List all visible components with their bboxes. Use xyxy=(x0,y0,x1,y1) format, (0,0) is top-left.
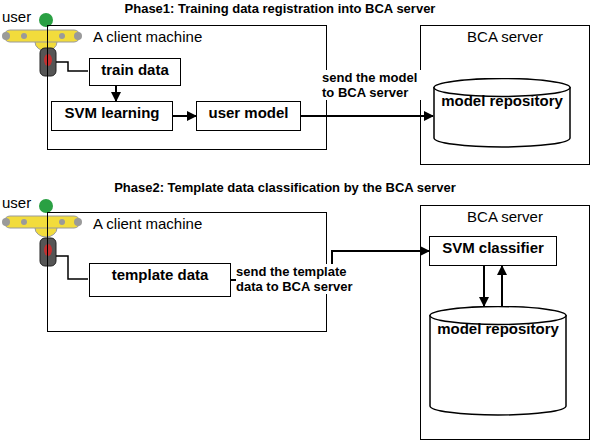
connector-arrow xyxy=(483,266,485,306)
phase-heading: Phase1: Training data registration into … xyxy=(60,1,500,16)
process-box: train data xyxy=(89,58,181,86)
edge-label: send the model to BCA server xyxy=(322,70,426,100)
user-label: user xyxy=(2,8,38,25)
cylinder-outline xyxy=(433,78,571,148)
node-label: SVM classifier xyxy=(442,239,544,256)
connector-arrow xyxy=(301,115,433,117)
node-label: template data xyxy=(112,266,209,283)
connector-arrow xyxy=(115,86,117,101)
container-title: A client machine xyxy=(93,215,202,232)
client-machine-box: A client machine train dataSVM learning us… xyxy=(47,25,327,150)
server-box: BCA serverSVM classifier model repository xyxy=(420,205,590,440)
connector-arrow xyxy=(501,266,503,306)
node-label: model repository xyxy=(437,320,559,337)
node-label: SVM learning xyxy=(64,104,159,121)
node-label: train data xyxy=(101,61,169,78)
edge-label: send the template data to BCA server xyxy=(236,264,368,294)
process-box: SVM learning xyxy=(51,101,173,131)
phase-heading: Phase2: Template data classification by … xyxy=(60,180,510,195)
user-label: user xyxy=(2,194,38,211)
process-box: user model xyxy=(196,101,301,131)
node-label: model repository xyxy=(441,92,563,109)
container-title: BCA server xyxy=(421,208,589,225)
container-title: A client machine xyxy=(93,28,202,45)
server-box: BCA server model repository xyxy=(420,25,590,165)
database-cylinder: model repository xyxy=(433,78,571,148)
process-box: SVM classifier xyxy=(429,236,557,266)
container-title: BCA server xyxy=(421,28,589,45)
database-cylinder: model repository xyxy=(429,306,567,416)
node-label: user model xyxy=(208,104,288,121)
connector-arrow xyxy=(173,115,196,117)
process-box: template data xyxy=(89,263,231,297)
